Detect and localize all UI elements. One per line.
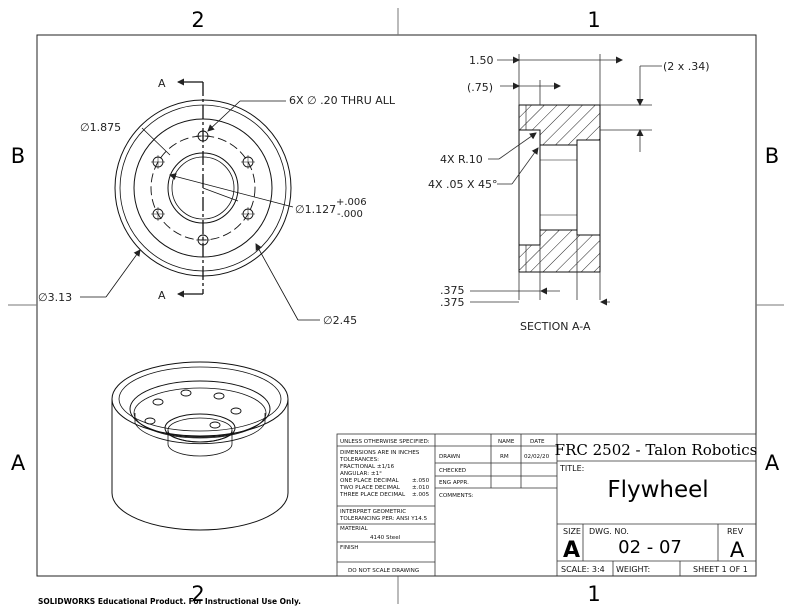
tb-eng-label: ENG APPR. xyxy=(439,480,469,486)
iso-hub xyxy=(129,380,271,438)
dim-chamfer: 4X .05 X 45° xyxy=(428,178,498,191)
dim-bore-tol-minus: -.000 xyxy=(337,209,363,220)
dim-bolt-circle: ∅1.875 xyxy=(80,121,121,134)
tb-drawn-date: 02/02/20 xyxy=(524,454,550,460)
section-label-a-top: A xyxy=(158,77,166,90)
zone-label-right-a: A xyxy=(765,451,780,475)
tb-sheet: SHEET 1 OF 1 xyxy=(693,565,748,574)
tb-weight: WEIGHT: xyxy=(616,565,650,574)
hatch-upper xyxy=(518,104,601,146)
tb-material-value: 4140 Steel xyxy=(370,535,401,541)
iso-bolt-holes xyxy=(144,389,242,429)
iso-bolt-hole xyxy=(152,398,164,406)
section-view xyxy=(470,54,662,306)
tb-comments-label: COMMENTS: xyxy=(439,493,474,499)
iso-bolt-hole xyxy=(144,417,156,425)
tb-drawn-name: RM xyxy=(500,454,509,460)
tb-tol-line: DIMENSIONS ARE IN INCHES xyxy=(340,450,420,456)
tb-tol-place-label: TWO PLACE DECIMAL xyxy=(339,485,401,491)
dim-hole-pattern: 6X ∅ .20 THRU ALL xyxy=(289,94,396,107)
zone-label-left-a: A xyxy=(11,451,26,475)
tb-tol-line: TOLERANCES: xyxy=(339,457,379,463)
tb-tol-place-label: THREE PLACE DECIMAL xyxy=(339,492,406,498)
dim-chamfer-right: (2 x .34) xyxy=(663,60,710,73)
tb-interpret-2: TOLERANCING PER: ANSI Y14.5 xyxy=(339,516,428,522)
tb-company: FRC 2502 - Talon Robotics xyxy=(555,441,758,459)
zone-label-bottom-1: 1 xyxy=(587,582,600,606)
title-block: UNLESS OTHERWISE SPECIFIED: NAME DATE DI… xyxy=(336,433,758,577)
tb-tol-place-value: ±.050 xyxy=(412,478,430,484)
iso-top-rim xyxy=(111,361,289,437)
tb-finish-label: FINISH xyxy=(340,545,358,551)
dim-width: 1.50 xyxy=(469,54,494,67)
zone-label-top-2: 2 xyxy=(191,8,204,32)
tb-tol-place-label: ONE PLACE DECIMAL xyxy=(340,478,400,484)
tb-interpret-1: INTERPRET GEOMETRIC xyxy=(340,509,406,515)
leader-bore xyxy=(169,173,294,208)
tb-rev-value: A xyxy=(730,538,745,562)
tb-tol-line: ANGULAR: ±1° xyxy=(340,471,382,477)
leader-bolt-circle xyxy=(141,127,171,156)
isometric-view xyxy=(111,361,289,531)
dim-step-b: .375 xyxy=(440,296,465,309)
tb-title: Flywheel xyxy=(607,477,708,503)
dim-bore: ∅1.127 xyxy=(295,203,336,216)
leader-hub xyxy=(255,243,299,321)
tb-size-label: SIZE xyxy=(563,527,581,536)
dim-bore-tol-plus: +.006 xyxy=(336,197,367,208)
tb-unless: UNLESS OTHERWISE SPECIFIED: xyxy=(340,439,430,445)
leader-outer xyxy=(105,249,141,298)
dim-hub: ∅2.45 xyxy=(323,314,357,327)
educational-watermark: SOLIDWORKS Educational Product. For Inst… xyxy=(38,597,302,606)
zone-label-bottom-2: 2 xyxy=(191,582,204,606)
tb-drawn-label: DRAWN xyxy=(439,454,460,460)
iso-bolt-hole xyxy=(209,421,221,429)
tb-size-value: A xyxy=(563,538,580,563)
zone-label-right-b: B xyxy=(765,144,779,168)
tb-dwg-value: 02 - 07 xyxy=(618,537,682,558)
tb-checked-label: CHECKED xyxy=(439,468,466,474)
dim-radius: 4X R.10 xyxy=(440,153,483,166)
zone-label-left-b: B xyxy=(11,144,25,168)
iso-bolt-hole xyxy=(213,392,225,400)
tb-title-label: TITLE: xyxy=(559,464,584,473)
section-label-a-bottom: A xyxy=(158,289,166,302)
leader-hole-pattern xyxy=(207,100,241,132)
tb-col-date: DATE xyxy=(530,439,545,445)
tb-col-name: NAME xyxy=(498,439,515,445)
section-caption: SECTION A-A xyxy=(520,320,591,333)
dim-half: (.75) xyxy=(467,81,493,94)
front-view xyxy=(80,78,320,321)
iso-outer-body xyxy=(111,399,289,531)
tb-scale: SCALE: 3:4 xyxy=(561,565,605,574)
dim-outer: ∅3.13 xyxy=(38,291,72,304)
tb-dwg-label: DWG. NO. xyxy=(589,527,629,536)
hatch-lower xyxy=(518,229,601,273)
tb-tol-place-value: ±.005 xyxy=(412,492,430,498)
tb-no-scale: DO NOT SCALE DRAWING xyxy=(348,568,419,574)
iso-bolt-hole xyxy=(180,389,192,397)
tb-material-label: MATERIAL xyxy=(340,526,369,532)
zone-label-top-1: 1 xyxy=(587,8,600,32)
tb-tol-place-value: ±.010 xyxy=(412,485,430,491)
tb-tol-line: FRACTIONAL ±1/16 xyxy=(340,464,395,470)
iso-bolt-hole xyxy=(230,407,242,415)
dim-step-a: .375 xyxy=(440,284,465,297)
tb-rev-label: REV xyxy=(727,527,744,536)
